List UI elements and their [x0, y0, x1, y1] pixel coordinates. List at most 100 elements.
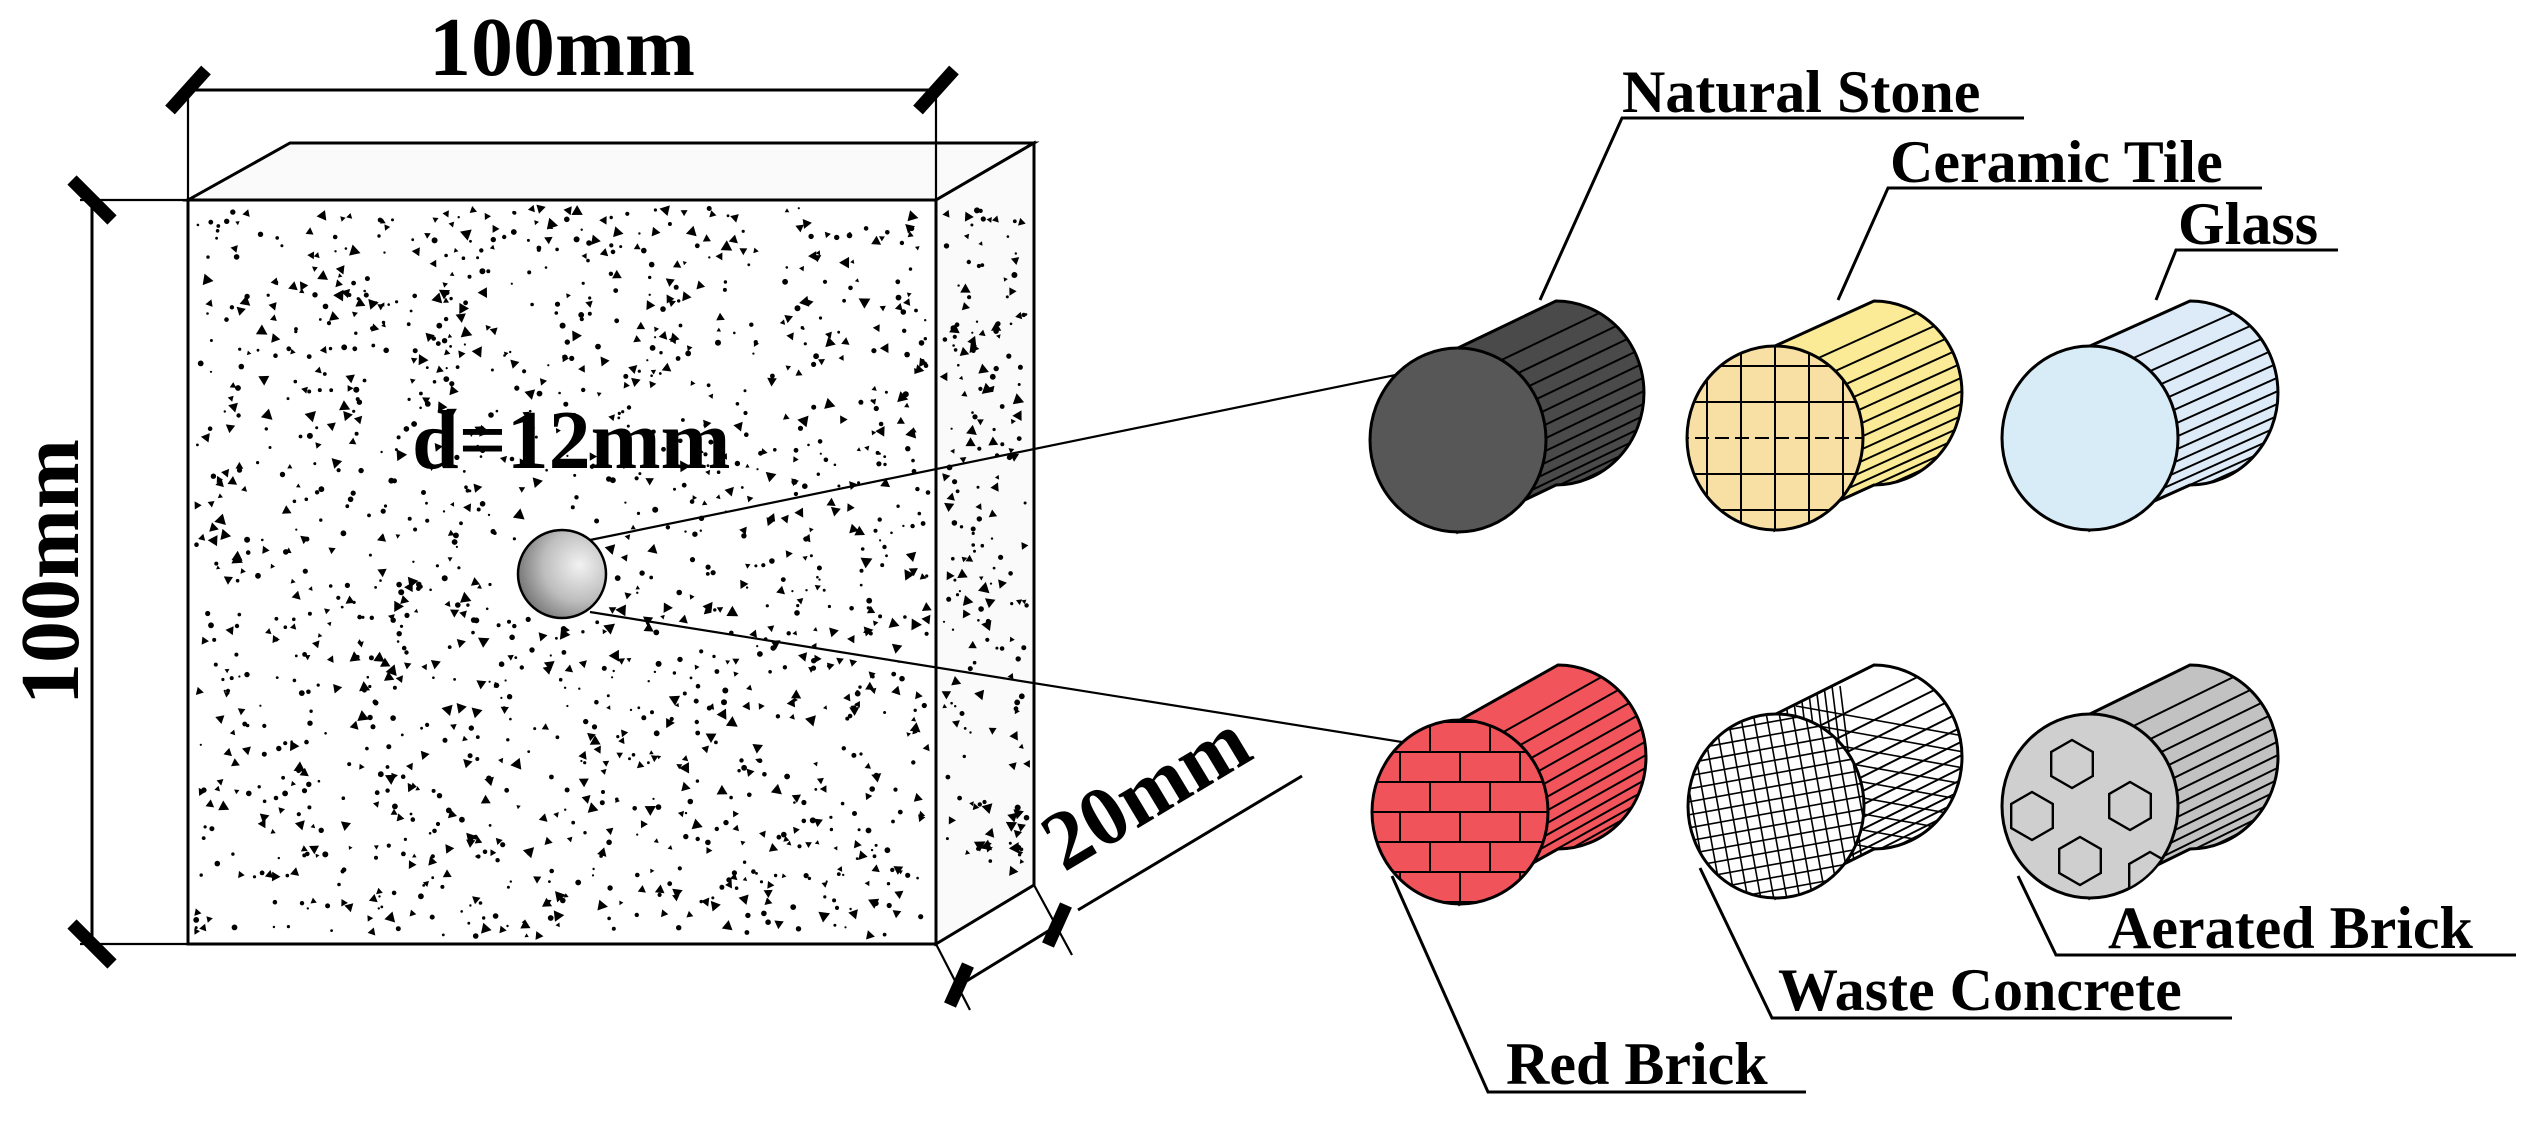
aggregate-speck [201, 787, 207, 793]
aggregate-speck [477, 287, 487, 298]
aggregate-speck [971, 331, 974, 334]
aggregate-speck [443, 316, 449, 322]
aggregate-speck [805, 715, 816, 727]
aggregate-speck [614, 575, 621, 581]
aggregate-speck [357, 710, 369, 721]
aggregate-speck [404, 650, 409, 655]
aggregate-speck [942, 703, 948, 709]
aggregate-speck [431, 876, 435, 880]
aggregate-speck [686, 910, 694, 918]
aggregate-speck [864, 445, 870, 451]
aggregate-speck [903, 298, 911, 306]
aggregate-speck [1012, 219, 1017, 224]
aggregate-speck [463, 300, 468, 306]
aggregate-speck [463, 759, 473, 769]
aggregate-speck [444, 600, 451, 607]
aggregate-speck [965, 849, 971, 855]
aggregate-speck [409, 812, 413, 816]
aggregate-speck [581, 387, 586, 393]
aggregate-speck [205, 799, 215, 808]
aggregate-speck [312, 266, 318, 272]
aggregate-speck [848, 909, 858, 920]
aggregate-speck [441, 933, 445, 937]
aggregate-speck [649, 750, 654, 755]
aggregate-speck [231, 924, 238, 931]
aggregate-speck [1011, 272, 1018, 278]
aggregate-speck [301, 386, 308, 394]
aggregate-speck [705, 839, 711, 846]
aggregate-speck [818, 578, 821, 581]
aggregate-speck [902, 524, 905, 528]
aggregate-speck [647, 543, 658, 554]
aggregate-speck [793, 826, 800, 834]
aggregate-speck [695, 730, 701, 736]
aggregate-speck [650, 710, 654, 715]
aggregate-speck [872, 324, 880, 332]
aggregate-speck [368, 655, 374, 661]
aggregate-speck [374, 855, 378, 860]
aggregate-speck [221, 677, 225, 682]
aggregate-speck [738, 894, 749, 905]
aggregate-speck [466, 429, 476, 437]
aggregate-speck [657, 755, 662, 760]
aggregate-speck [229, 305, 235, 310]
aggregate-speck [275, 236, 280, 240]
aggregate-speck [563, 893, 569, 898]
aggregate-speck [732, 658, 740, 665]
aggregate-speck [599, 248, 609, 257]
aggregate-speck [945, 837, 949, 841]
aggregate-speck [634, 476, 639, 481]
aggregate-speck [977, 446, 982, 451]
aggregate-speck [608, 271, 614, 276]
aggregate-speck [954, 705, 957, 708]
aggregate-speck [425, 332, 435, 342]
aggregate-speck [223, 576, 233, 585]
aggregate-speck [216, 224, 221, 228]
aggregate-speck [768, 670, 772, 674]
aggregate-speck [946, 596, 952, 602]
aggregate-speck [714, 826, 719, 832]
aggregate-speck [650, 374, 653, 378]
aggregate-speck [952, 334, 957, 339]
aggregate-speck [701, 745, 709, 754]
aggregate-speck [317, 388, 322, 393]
aggregate-speck [858, 685, 862, 689]
aggregate-speck [900, 309, 907, 315]
aggregate-speck [212, 637, 217, 642]
aggregate-speck [784, 208, 790, 213]
aggregate-speck [357, 639, 362, 643]
aggregate-speck [534, 435, 538, 439]
aggregate-speck [914, 308, 918, 313]
aggregate-speck [441, 338, 448, 344]
aggregate-speck [469, 206, 477, 213]
aggregate-speck [755, 872, 758, 875]
aggregate-speck [564, 808, 567, 811]
aggregate-speck [522, 847, 535, 859]
aggregate-speck [951, 520, 958, 526]
aggregate-speck [616, 752, 623, 759]
aggregate-speck [809, 817, 816, 824]
aggregate-speck [873, 620, 879, 627]
aggregate-speck [261, 751, 267, 757]
aggregate-speck [488, 412, 494, 418]
aggregate-speck [684, 811, 688, 815]
aggregate-speck [380, 657, 391, 667]
aggregate-speck [345, 504, 350, 509]
aggregate-speck [776, 834, 782, 840]
aggregate-speck [379, 579, 382, 582]
aggregate-speck [995, 646, 999, 650]
aggregate-speck [285, 547, 292, 554]
aggregate-speck [733, 421, 743, 432]
aggregate-speck [410, 378, 416, 384]
aggregate-speck [351, 280, 356, 286]
aggregate-speck [554, 461, 559, 466]
aggregate-speck [863, 626, 874, 637]
aggregate-speck [939, 372, 948, 382]
aggregate-speck [815, 250, 821, 256]
aggregate-speck [879, 343, 889, 354]
aggregate-speck [841, 746, 846, 751]
aggregate-speck [578, 687, 581, 690]
aggregate-speck [860, 557, 873, 569]
aggregate-speck [441, 575, 448, 582]
aggregate-speck [545, 468, 548, 472]
